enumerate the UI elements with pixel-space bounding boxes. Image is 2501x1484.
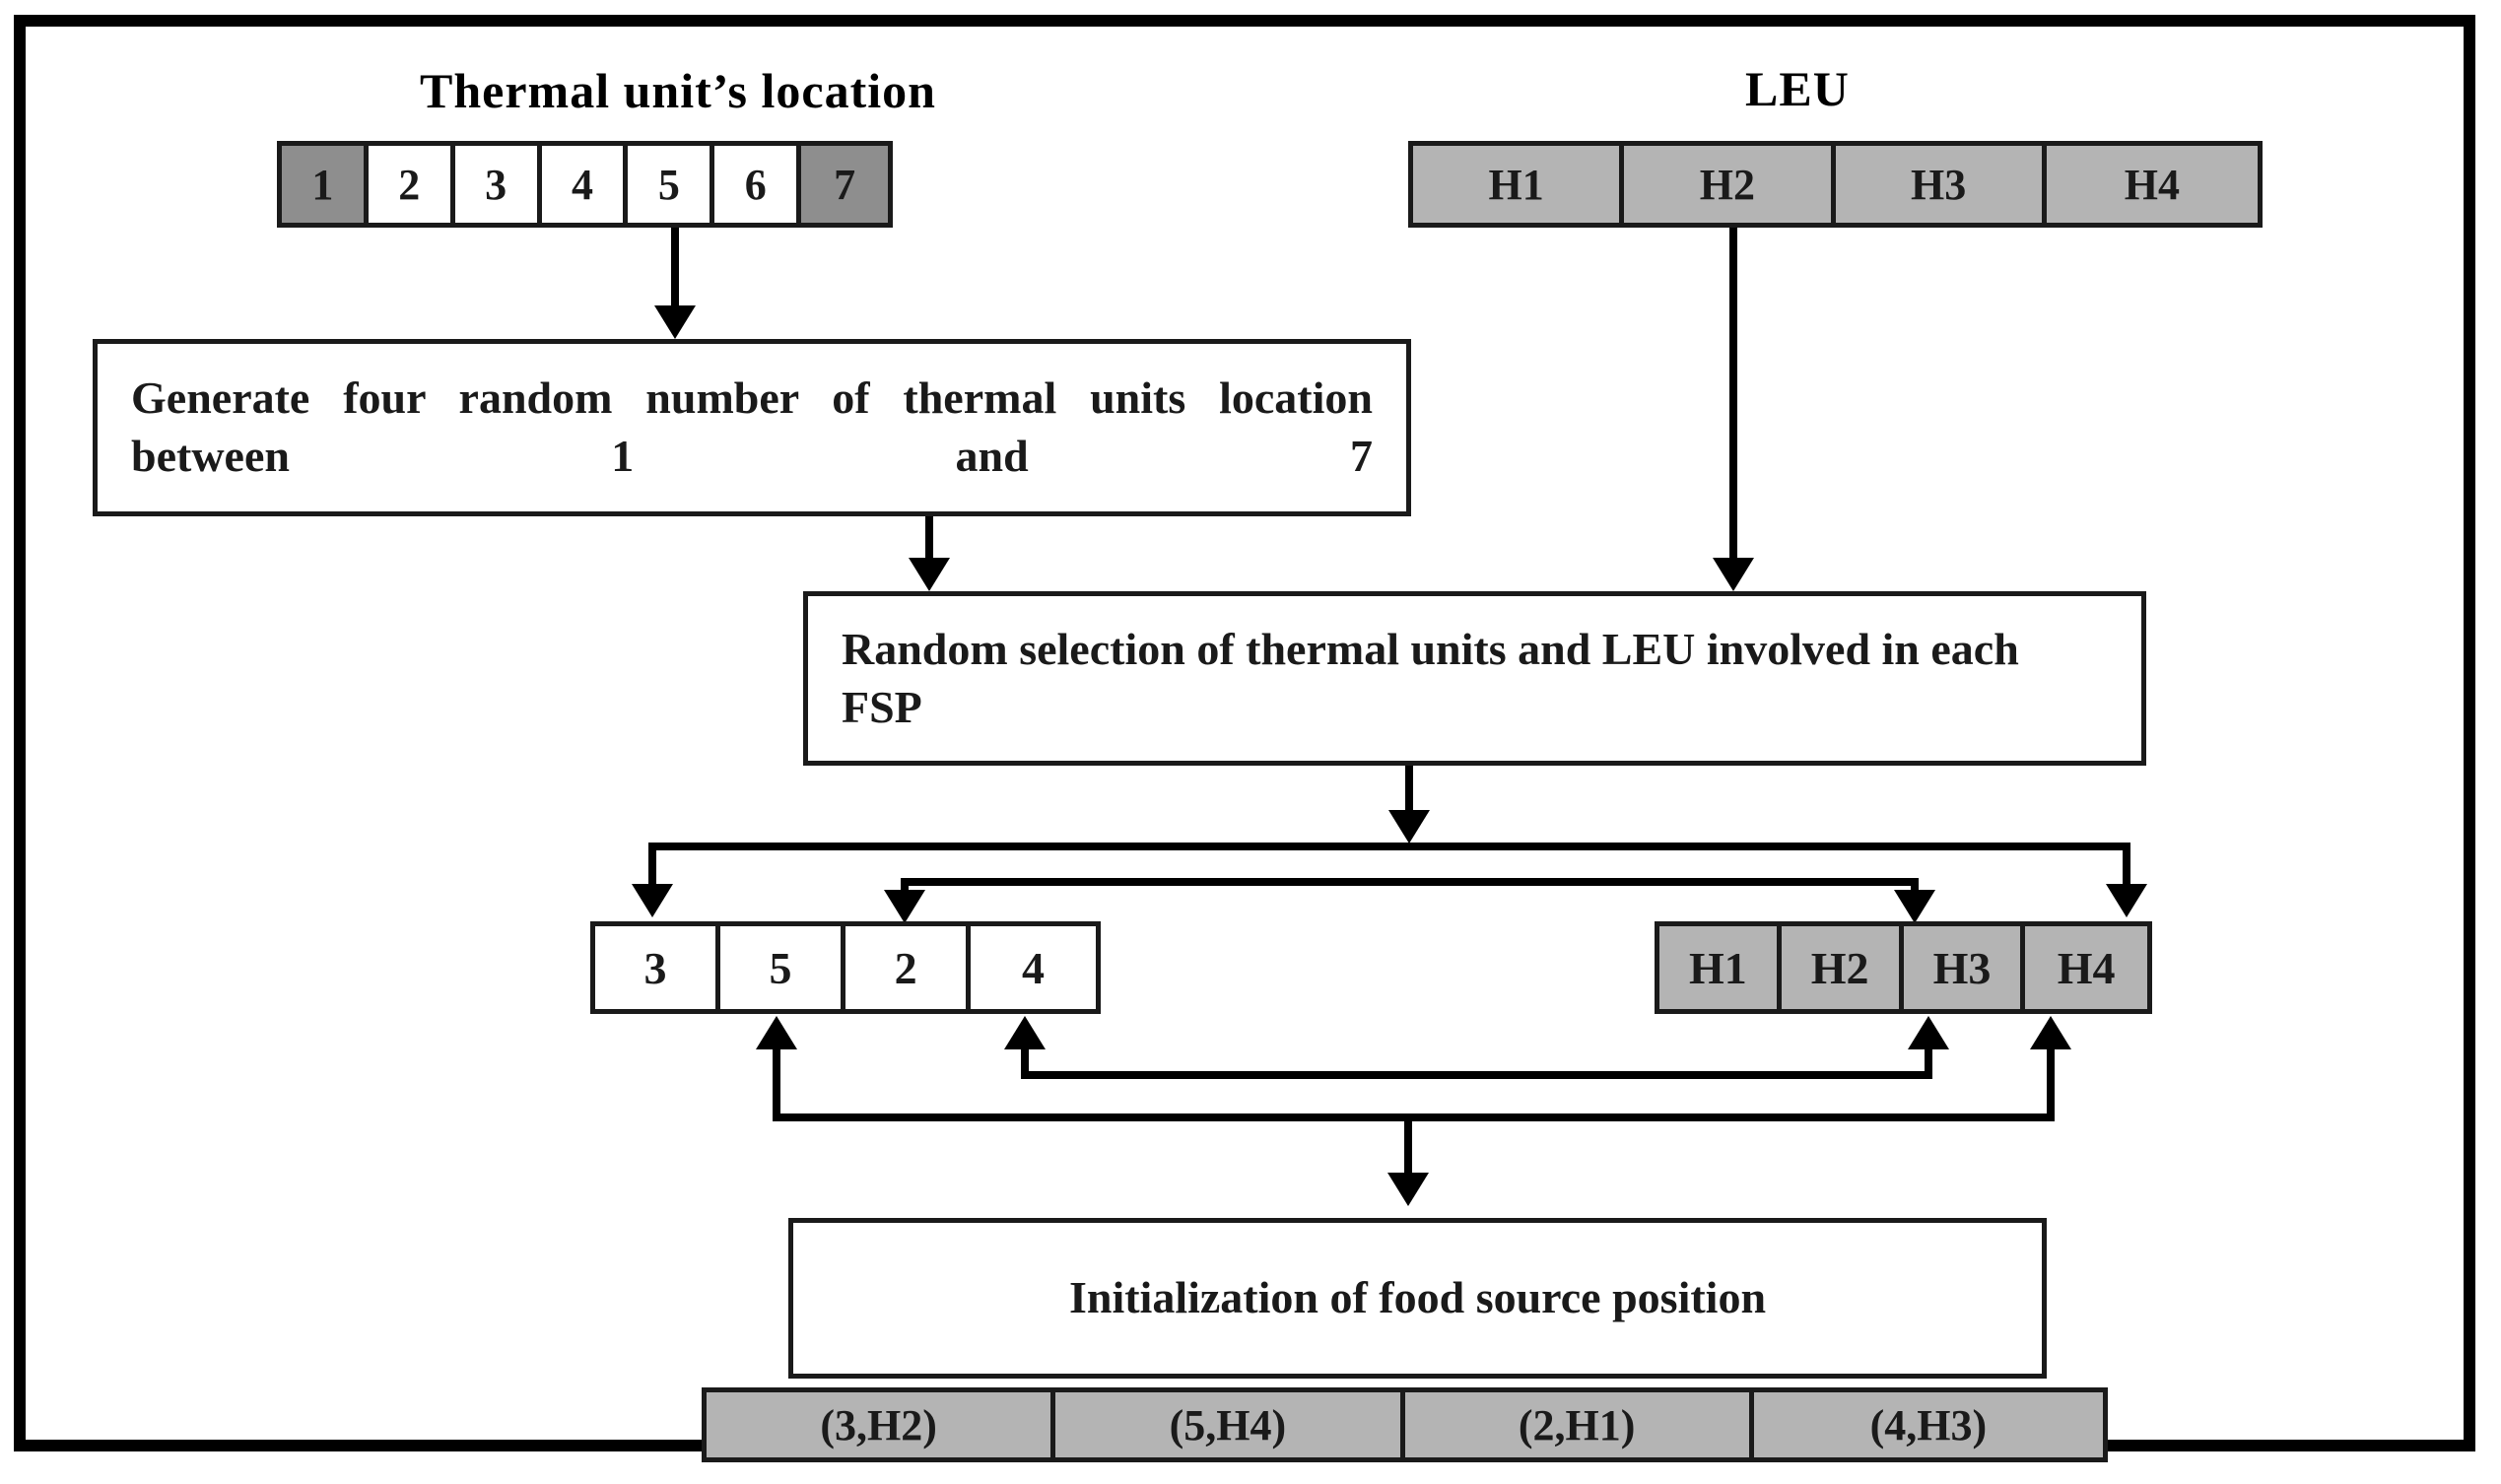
box-initialization-food-source: Initialization of food source position bbox=[788, 1218, 2047, 1379]
arrowhead-to-leu-h2 bbox=[1894, 890, 1935, 923]
connector-outer-left-drop bbox=[648, 843, 656, 890]
connector-pairing-bar-outer bbox=[773, 1113, 2055, 1121]
cell-food-source-pair-4[interactable]: (4,H3) bbox=[1753, 1392, 2104, 1457]
cell-thermal-6[interactable]: 6 bbox=[714, 146, 802, 223]
connector-pairing-outer-left-riser bbox=[773, 1049, 780, 1120]
cell-selected-leu-h2[interactable]: H2 bbox=[1781, 926, 1904, 1009]
arrowhead-random-selection-stem bbox=[1388, 810, 1430, 843]
arrowhead-pairing-to-selected-unit-2 bbox=[756, 1016, 797, 1049]
array-selected-thermal-units: 3 5 2 4 bbox=[590, 921, 1101, 1014]
arrowhead-to-selected-unit-1 bbox=[632, 884, 673, 917]
figure-outer-frame: Thermal unit’s location LEU 1 2 3 4 5 6 … bbox=[14, 15, 2475, 1462]
box-random-selection-text: Random selection of thermal units and LE… bbox=[842, 623, 2019, 732]
cell-food-source-pair-3[interactable]: (2,H1) bbox=[1404, 1392, 1754, 1457]
connector-outer-right-drop bbox=[2123, 843, 2130, 890]
connector-inner-right-drop bbox=[1911, 878, 1919, 898]
box-generate-random-numbers: Generate four random number of thermal u… bbox=[93, 339, 1411, 516]
arrowhead-thermal-to-generate bbox=[654, 305, 696, 339]
cell-selected-leu-h4[interactable]: H4 bbox=[2025, 926, 2148, 1009]
cell-thermal-5[interactable]: 5 bbox=[628, 146, 715, 223]
arrowhead-pairing-to-leu-h3 bbox=[1908, 1016, 1949, 1049]
array-leu-top: H1 H2 H3 H4 bbox=[1408, 141, 2263, 228]
connector-thermal-to-generate bbox=[671, 228, 679, 314]
connector-generate-to-random-selection bbox=[925, 516, 933, 566]
cell-selected-unit-3[interactable]: 2 bbox=[845, 926, 972, 1009]
cell-leu-top-h4[interactable]: H4 bbox=[2046, 146, 2258, 223]
connector-leu-to-random-selection bbox=[1729, 228, 1737, 573]
arrowhead-leu-to-random-selection bbox=[1713, 558, 1754, 591]
heading-thermal-unit-location: Thermal unit’s location bbox=[420, 63, 936, 118]
connector-pairing-bar-inner bbox=[1021, 1071, 1932, 1079]
cell-leu-top-h2[interactable]: H2 bbox=[1624, 146, 1836, 223]
box-random-selection: Random selection of thermal units and LE… bbox=[803, 591, 2146, 766]
box-generate-text: Generate four random number of thermal u… bbox=[131, 372, 1373, 481]
connector-pairing-inner-right-riser bbox=[1925, 1049, 1932, 1079]
cell-selected-leu-h1[interactable]: H1 bbox=[1659, 926, 1782, 1009]
arrowhead-pairing-to-leu-h4 bbox=[2030, 1016, 2071, 1049]
cell-selected-unit-1[interactable]: 3 bbox=[595, 926, 721, 1009]
connector-inner-distribution-bar bbox=[901, 878, 1919, 886]
connector-random-selection-stem bbox=[1405, 766, 1413, 827]
cell-selected-unit-2[interactable]: 5 bbox=[720, 926, 846, 1009]
array-selected-leu: H1 H2 H3 H4 bbox=[1655, 921, 2152, 1014]
cell-leu-top-h3[interactable]: H3 bbox=[1835, 146, 2047, 223]
array-food-source-pairs: (3,H2) (5,H4) (2,H1) (4,H3) bbox=[702, 1387, 2108, 1462]
arrowhead-to-leu-h4 bbox=[2106, 884, 2147, 917]
connector-inner-left-drop bbox=[901, 878, 909, 898]
connector-pairing-to-initialization bbox=[1404, 1113, 1412, 1179]
cell-selected-unit-4[interactable]: 4 bbox=[971, 926, 1097, 1009]
cell-thermal-1[interactable]: 1 bbox=[282, 146, 369, 223]
heading-leu: LEU bbox=[1745, 61, 1850, 116]
box-initialization-text: Initialization of food source position bbox=[1068, 1272, 1767, 1323]
cell-food-source-pair-1[interactable]: (3,H2) bbox=[707, 1392, 1056, 1457]
cell-thermal-4[interactable]: 4 bbox=[541, 146, 629, 223]
cell-thermal-2[interactable]: 2 bbox=[368, 146, 455, 223]
cell-selected-leu-h3[interactable]: H3 bbox=[1903, 926, 2026, 1009]
arrowhead-generate-to-random-selection bbox=[909, 558, 950, 591]
cell-thermal-3[interactable]: 3 bbox=[454, 146, 542, 223]
arrowhead-pairing-to-selected-unit-3 bbox=[1004, 1016, 1046, 1049]
connector-pairing-outer-right-riser bbox=[2047, 1049, 2055, 1120]
cell-leu-top-h1[interactable]: H1 bbox=[1413, 146, 1625, 223]
connector-outer-distribution-bar bbox=[648, 843, 2130, 850]
cell-thermal-7[interactable]: 7 bbox=[801, 146, 888, 223]
arrowhead-to-selected-unit-3 bbox=[884, 890, 925, 923]
array-thermal-unit-location: 1 2 3 4 5 6 7 bbox=[277, 141, 893, 228]
cell-food-source-pair-2[interactable]: (5,H4) bbox=[1055, 1392, 1405, 1457]
arrowhead-pairing-to-initialization bbox=[1387, 1173, 1429, 1206]
connector-pairing-inner-left-riser bbox=[1021, 1049, 1029, 1079]
